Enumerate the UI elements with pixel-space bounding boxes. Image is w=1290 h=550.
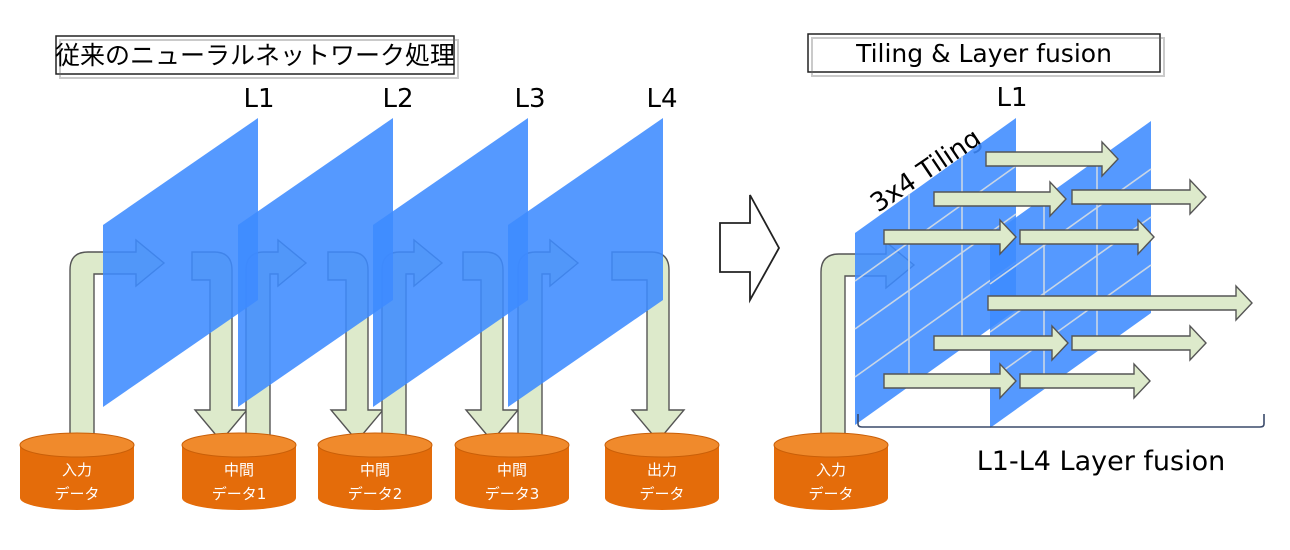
layer-label-l1: L1 <box>243 84 274 114</box>
fusion-bracket <box>857 414 1265 428</box>
database-label-1: 出力 <box>647 461 677 479</box>
left-databases: 入力 データ 中間 データ1 中間 データ2 中間 データ3 出力 データ <box>19 432 720 510</box>
layer-label-l3: L3 <box>514 84 545 114</box>
left-title-frame <box>55 35 455 75</box>
database-body <box>182 445 296 510</box>
right-database-input: 入力 データ <box>773 432 889 510</box>
plane-l3 <box>373 118 528 407</box>
flow-arrow <box>933 180 1067 218</box>
database-top <box>773 432 889 458</box>
flow-arrow <box>985 140 1119 178</box>
flow-arrow <box>933 324 1069 362</box>
right-title-frame <box>807 33 1161 73</box>
grid-line <box>854 165 1017 282</box>
flow-arrow <box>1071 324 1207 362</box>
database-label-2: データ1 <box>212 485 267 503</box>
database-body <box>605 445 719 510</box>
flow-arrow <box>987 284 1253 322</box>
layer-label-l2: L2 <box>382 84 413 114</box>
transition-arrow <box>719 194 781 304</box>
left-title-shadow <box>59 39 459 79</box>
plane-l4 <box>508 118 663 407</box>
database-body <box>20 445 134 510</box>
database-top <box>454 432 570 458</box>
database-input: 入力 データ <box>19 432 135 510</box>
left-title-box: 従来のニューラルネットワーク処理 <box>55 35 459 79</box>
layer-label-l4: L4 <box>646 84 677 114</box>
database-body <box>318 445 432 510</box>
flow-arrow <box>1071 178 1207 216</box>
database-top <box>604 432 720 458</box>
fusion-label: L1-L4 Layer fusion <box>977 446 1225 477</box>
flow-arrow <box>1019 362 1151 400</box>
plane-l2 <box>238 118 393 407</box>
database-label-2: データ <box>54 485 99 503</box>
database-mid2: 中間 データ2 <box>317 432 433 510</box>
database-label-2: データ2 <box>348 485 403 503</box>
database-label-1: 中間 <box>360 461 390 479</box>
grid-line <box>854 261 1017 378</box>
database-label-1: 中間 <box>497 461 527 479</box>
right-title: Tiling & Layer fusion <box>855 39 1112 68</box>
database-top <box>317 432 433 458</box>
grid-line <box>989 168 1152 285</box>
right-title-shadow <box>811 37 1165 77</box>
database-mid3: 中間 データ3 <box>454 432 570 510</box>
left-title: 従来のニューラルネットワーク処理 <box>55 41 455 70</box>
flow-arrow <box>883 218 1017 256</box>
database-label-1: 中間 <box>224 461 254 479</box>
database-body <box>774 445 888 510</box>
grid-line <box>989 264 1152 381</box>
database-output: 出力 データ <box>604 432 720 510</box>
flow-arrow <box>883 362 1017 400</box>
database-top <box>181 432 297 458</box>
right-title-box: Tiling & Layer fusion <box>807 33 1165 77</box>
left-layer-planes <box>103 118 663 407</box>
database-label-1: 入力 <box>62 461 92 479</box>
database-mid1: 中間 データ1 <box>181 432 297 510</box>
database-label-1: 入力 <box>816 461 846 479</box>
right-flow-arrows <box>883 140 1253 400</box>
database-label-2: データ3 <box>485 485 540 503</box>
database-label-2: データ <box>639 485 684 503</box>
database-top <box>19 432 135 458</box>
plane-l1 <box>103 118 258 407</box>
database-body <box>455 445 569 510</box>
flow-arrow <box>1019 218 1155 256</box>
right-layer-label-l1: L1 <box>996 83 1027 113</box>
database-label-2: データ <box>808 485 853 503</box>
